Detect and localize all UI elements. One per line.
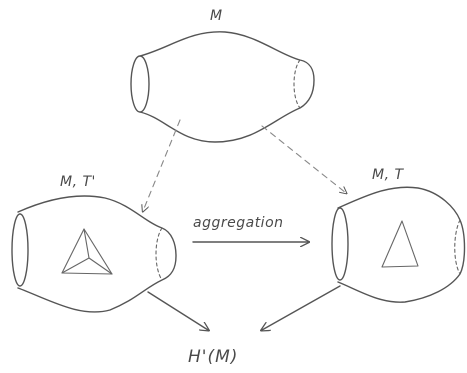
dashed-arrow-right — [261, 125, 346, 193]
right-manifold-label: M, T — [372, 167, 404, 183]
left-manifold — [11, 195, 177, 313]
top-manifold — [130, 31, 315, 143]
dashed-arrow-left — [143, 119, 181, 211]
arrow-right-to-bottom — [262, 285, 341, 330]
top-manifold-label: M — [210, 8, 223, 24]
arrow-left-to-bottom — [147, 291, 208, 330]
bottom-label: H'(M) — [188, 347, 238, 367]
aggregation-label: aggregation — [193, 215, 284, 231]
right-manifold — [331, 186, 466, 303]
left-manifold-label: M, T' — [60, 174, 96, 190]
